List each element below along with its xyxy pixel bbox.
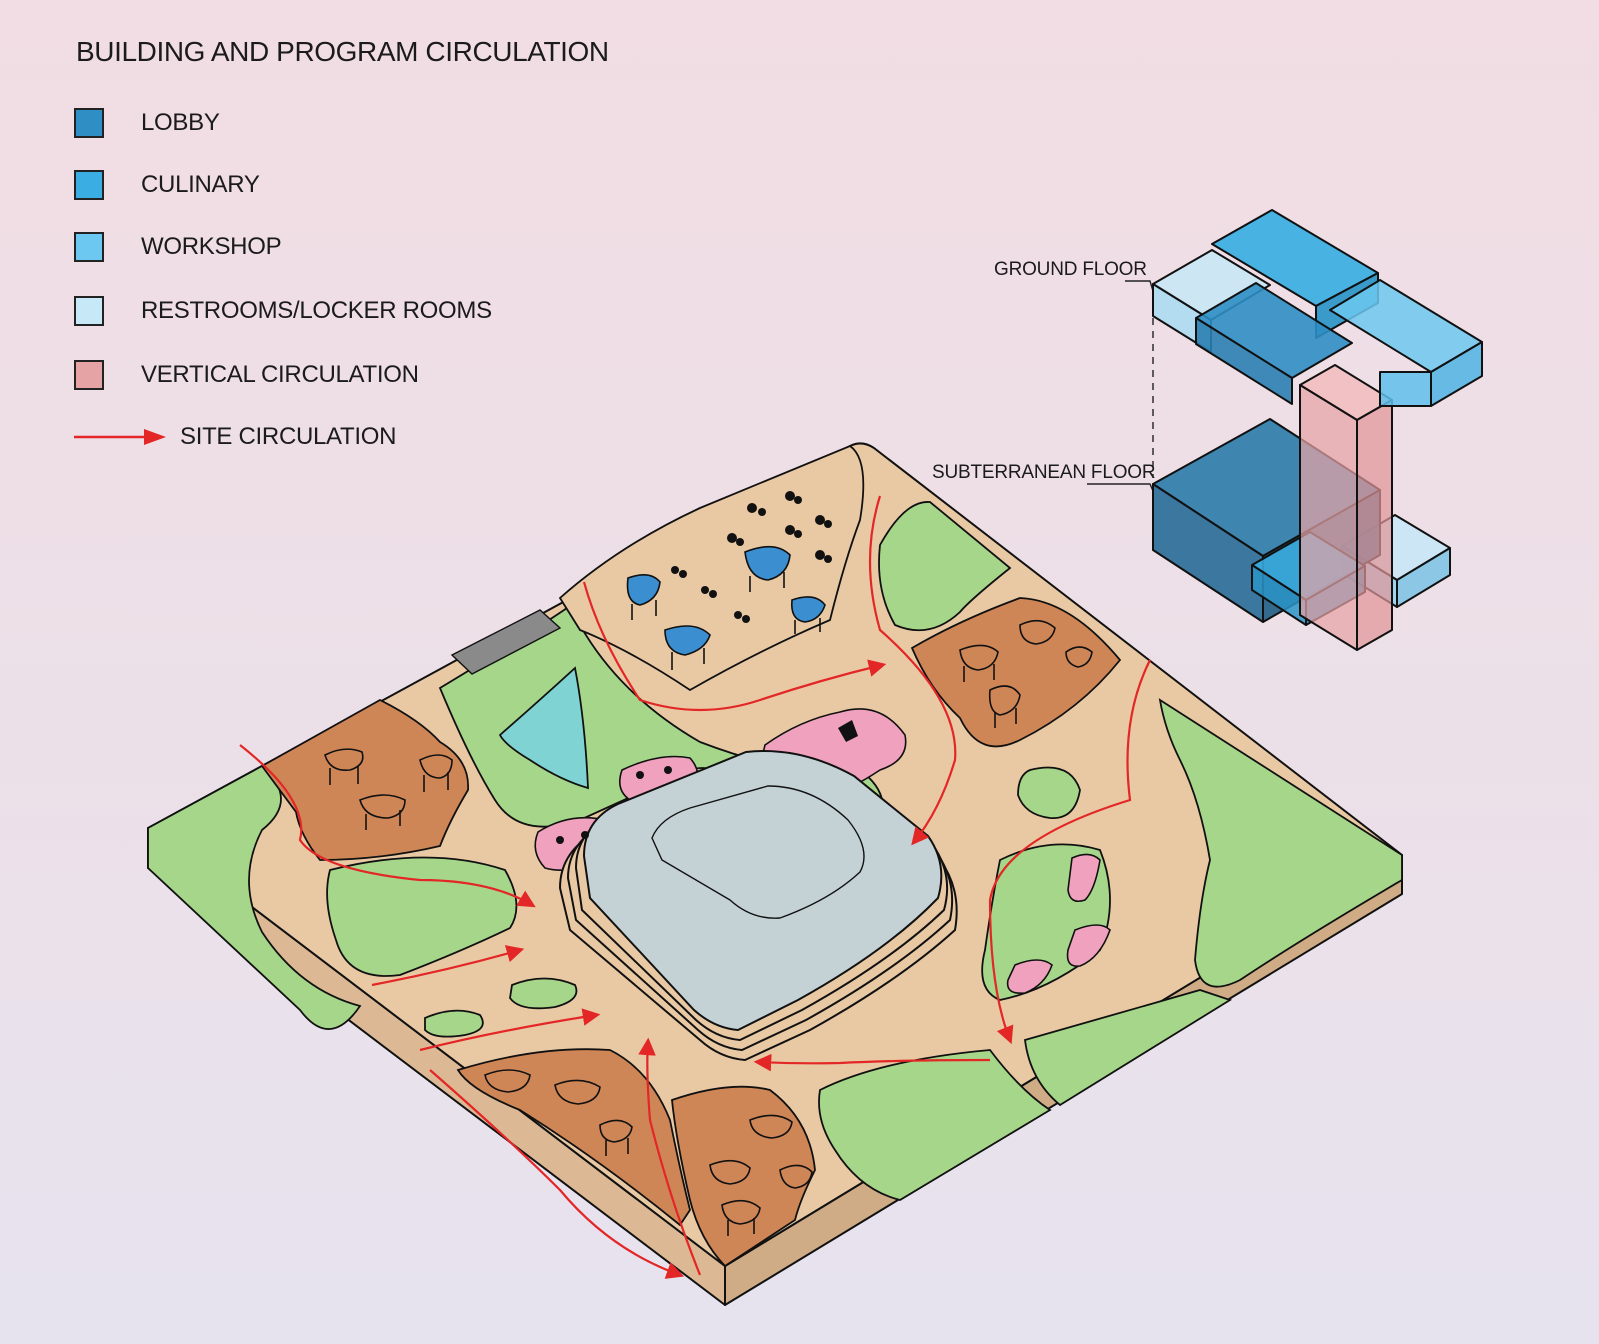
- table-7: [988, 685, 1021, 716]
- canopy-4: [790, 596, 826, 623]
- lawn-northeast: [878, 501, 1012, 632]
- north-stairs: [450, 609, 562, 675]
- legend-label-site-circulation: SITE CIRCULATION: [180, 423, 397, 450]
- lawn-west-edge: [147, 764, 362, 1030]
- table-5: [1019, 619, 1056, 645]
- furniture: [324, 619, 1093, 1236]
- subterranean-floor-label: SUBTERRANEAN FLOOR: [932, 462, 1156, 483]
- terrace-northeast: [910, 597, 1122, 748]
- terraces: [260, 597, 1122, 1268]
- play-structure-icon: [838, 720, 858, 742]
- canopies: [626, 545, 826, 656]
- lawn-south-east: [1024, 989, 1233, 1107]
- workshop-swatch: [74, 232, 104, 262]
- legend-label-lobby: LOBBY: [141, 109, 220, 136]
- lobby-swatch: [74, 108, 104, 138]
- site-circulation-arrows: [239, 495, 1151, 1279]
- table-6: [1065, 646, 1093, 668]
- canopy-posts: [631, 572, 821, 670]
- lawn-blob-2: [509, 977, 578, 1010]
- ground-workshop-block: [1329, 279, 1483, 407]
- roof-inner: [651, 785, 865, 919]
- legend-item-vertical-circulation: VERTICAL CIRCULATION: [74, 357, 594, 393]
- pink-zone-east-2: [1066, 924, 1111, 967]
- site-circulation-arrow-icon: [74, 429, 166, 445]
- ground-lobby-block: [1195, 282, 1353, 405]
- floor-leaders: [1087, 280, 1154, 492]
- table-1: [324, 748, 364, 772]
- legend-label-vertical-circulation: VERTICAL CIRCULATION: [141, 361, 419, 388]
- legend-label-workshop: WORKSHOP: [141, 233, 282, 260]
- table-4: [959, 644, 999, 671]
- table-13: [779, 1164, 813, 1189]
- table-12: [709, 1159, 751, 1185]
- legend-label-restrooms: RESTROOMS/LOCKER ROOMS: [141, 297, 492, 324]
- legend-label-culinary: CULINARY: [141, 171, 260, 198]
- table-10: [599, 1119, 633, 1143]
- diagram-title: BUILDING AND PROGRAM CIRCULATION: [76, 36, 609, 67]
- culinary-swatch: [74, 170, 104, 200]
- pond: [498, 666, 589, 790]
- lawn-south: [818, 1049, 1052, 1201]
- lawn-east-edge: [1158, 698, 1403, 988]
- legend-item-culinary: CULINARY: [74, 167, 594, 203]
- table-8: [484, 1069, 531, 1093]
- lawn-blob-1: [424, 1009, 484, 1038]
- terrace-west: [260, 698, 469, 861]
- legend-item-lobby: LOBBY: [74, 105, 594, 141]
- table-2: [419, 754, 453, 779]
- pink-zone-east-1: [1067, 853, 1101, 903]
- terrace-south-west: [456, 1048, 691, 1227]
- vertical-circulation-swatch: [74, 360, 104, 390]
- ground-floor-label: GROUND FLOOR: [994, 259, 1147, 280]
- canopy-1: [626, 574, 661, 606]
- table-11: [749, 1114, 793, 1139]
- table-9: [554, 1079, 601, 1105]
- canopy-2: [744, 545, 791, 581]
- legend-item-site-circulation: SITE CIRCULATION: [74, 419, 594, 455]
- program-stack: [1152, 209, 1483, 651]
- plaza-north: [558, 444, 865, 692]
- legend-item-restrooms: RESTROOMS/LOCKER ROOMS: [74, 293, 594, 329]
- lawn-bump-1: [1017, 766, 1081, 819]
- seating-glyphs: [556, 491, 858, 844]
- restrooms-swatch: [74, 296, 104, 326]
- vertical-circulation-shaft: [1299, 364, 1393, 651]
- central-building: [558, 750, 958, 1062]
- legend-item-workshop: WORKSHOP: [74, 229, 594, 265]
- canopy-3: [664, 625, 711, 656]
- lawn-west: [326, 856, 518, 977]
- pink-zone-east-3: [1006, 959, 1053, 995]
